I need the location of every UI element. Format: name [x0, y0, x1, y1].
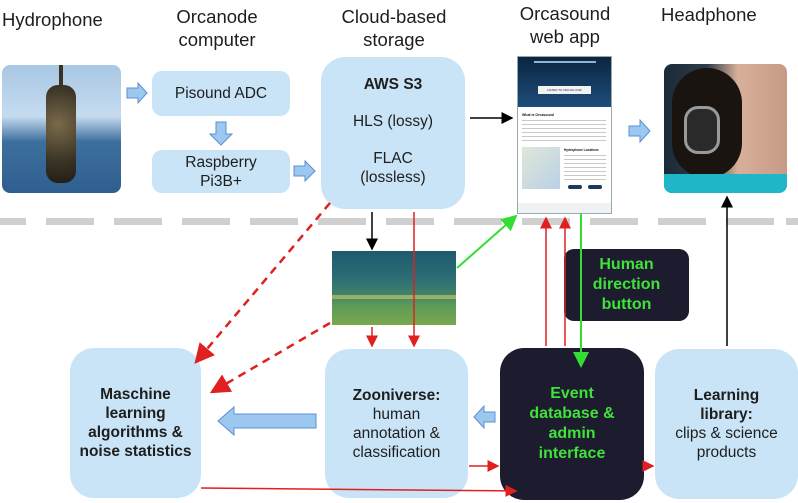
webapp-screenshot: LISTEN TO ORCAS LIVE! What is Orcasound …: [517, 56, 612, 214]
event-db-line3: admin: [548, 425, 596, 442]
arrow-spectrogram-to-webapp: [456, 214, 518, 269]
learning-title-line1: Learning: [693, 387, 760, 404]
aws-flac-line1: FLAC: [373, 150, 413, 167]
aws-flac-line2: (lossless): [360, 169, 426, 186]
learning-title-line2: library:: [700, 406, 753, 423]
header-storage: Cloud-based storage: [325, 5, 463, 51]
divider-dash-6: [318, 218, 366, 225]
headphone-earcup: [684, 106, 720, 154]
webapp-heading2: Hydrophone Locations: [564, 148, 599, 152]
block-arrow-pisound-to-raspberry: [208, 121, 234, 146]
webapp-cta-text: LISTEN TO ORCAS LIVE!: [546, 88, 583, 92]
human-direction-line3: button: [601, 296, 652, 313]
header-orcanode-line1: Orcanode: [176, 6, 258, 27]
zooniverse-box: Zooniverse: human annotation & classific…: [325, 349, 468, 498]
header-webapp-line1: Orcasound: [519, 3, 611, 24]
divider-dash-5: [250, 218, 298, 225]
block-arrow-eventdb-to-zooniverse: [473, 404, 496, 430]
learning-line1: clips & science: [675, 425, 778, 442]
header-storage-line1: Cloud-based: [341, 6, 447, 27]
webapp-map: [522, 147, 560, 189]
header-orcanode: Orcanode computer: [162, 5, 272, 51]
block-arrow-zooniverse-to-ml: [217, 405, 317, 437]
human-direction-line1: Human: [599, 256, 654, 273]
event-db-line4: interface: [538, 445, 606, 462]
ml-line4: noise statistics: [79, 443, 192, 460]
webapp-heading1-text: What is Orcasound: [522, 113, 554, 117]
learning-library-box: Learning library: clips & science produc…: [655, 349, 798, 499]
zooniverse-title: Zooniverse:: [352, 386, 441, 404]
webapp-small-button-1: [568, 185, 582, 189]
webapp-heading1: What is Orcasound: [522, 113, 554, 117]
webapp-heading2-text: Hydrophone Locations: [564, 148, 599, 152]
webapp-small-button-2: [588, 185, 602, 189]
ml-line1: Maschine: [100, 386, 171, 403]
webapp-footer: [518, 203, 611, 213]
header-storage-line2: storage: [363, 29, 425, 50]
raspberry-pi-line2: Pi3B+: [200, 172, 242, 190]
arrow-aws-to-ml-dashed: [194, 202, 331, 364]
divider-dash-2: [46, 218, 94, 225]
event-database-box: Event database & admin interface: [500, 348, 644, 500]
header-headphone-text: Headphone: [661, 4, 757, 25]
hydrophone-photo: [2, 65, 121, 193]
header-webapp: Orcasound web app: [500, 2, 630, 48]
aws-hls-label: HLS (lossy): [352, 113, 434, 130]
zooniverse-line2: annotation &: [352, 424, 441, 442]
hydrophone-cable: [59, 65, 63, 87]
webapp-nav: [534, 61, 596, 63]
learning-line2: products: [696, 444, 757, 461]
ml-line2: learning: [105, 405, 166, 422]
webapp-text-lines-1: [522, 120, 606, 142]
pisound-adc-label: Pisound ADC: [174, 85, 268, 102]
human-direction-button-box: Human direction button: [564, 249, 689, 321]
aws-s3-box: AWS S3 HLS (lossy) FLAC (lossless): [321, 57, 465, 209]
ml-line3: algorithms &: [88, 424, 183, 441]
divider-dash-11: [658, 218, 706, 225]
machine-learning-box: Maschine learning algorithms & noise sta…: [70, 348, 201, 498]
hydrophone-device: [46, 85, 76, 183]
header-hydrophone-text: Hydrophone: [2, 9, 103, 30]
spectrogram-image: [332, 251, 456, 325]
arrow-ml-to-eventdb: [200, 484, 518, 497]
block-arrow-hydrophone-to-pisound: [126, 81, 148, 105]
headphone-photo: [664, 64, 787, 193]
event-db-line2: database &: [529, 405, 615, 422]
webapp-cta-button: LISTEN TO ORCAS LIVE!: [538, 86, 591, 94]
aws-s3-title: AWS S3: [363, 76, 423, 93]
raspberry-pi-line1: Raspberry: [185, 153, 257, 171]
divider-dash-4: [182, 218, 230, 225]
event-db-line1: Event: [550, 385, 594, 402]
header-headphone: Headphone: [661, 3, 757, 26]
divider-dash-3: [114, 218, 162, 225]
zooniverse-line1: human: [372, 405, 421, 423]
block-arrow-webapp-to-headphone: [628, 118, 651, 144]
divider-dash-1: [0, 218, 26, 225]
header-webapp-line2: web app: [530, 26, 600, 47]
person-shirt: [664, 174, 787, 193]
human-direction-line2: direction: [592, 276, 661, 293]
divider-dash-13: [786, 218, 798, 225]
divider-dash-8: [454, 218, 502, 225]
header-orcanode-line2: computer: [178, 29, 256, 50]
header-hydrophone: Hydrophone: [2, 8, 103, 31]
divider-dash-12: [726, 218, 774, 225]
raspberry-pi-box: Raspberry Pi3B+: [152, 150, 290, 193]
webapp-text-lines-2: [564, 155, 606, 181]
zooniverse-line3: classification: [352, 443, 441, 461]
webapp-hero: [518, 57, 611, 107]
divider-dash-10: [590, 218, 638, 225]
spectrogram-band: [332, 295, 456, 299]
block-arrow-raspberry-to-aws: [293, 159, 316, 183]
pisound-adc-box: Pisound ADC: [152, 71, 290, 116]
divider-dash-7: [386, 218, 434, 225]
arrow-spectrogram-to-ml-dashed: [209, 321, 331, 394]
